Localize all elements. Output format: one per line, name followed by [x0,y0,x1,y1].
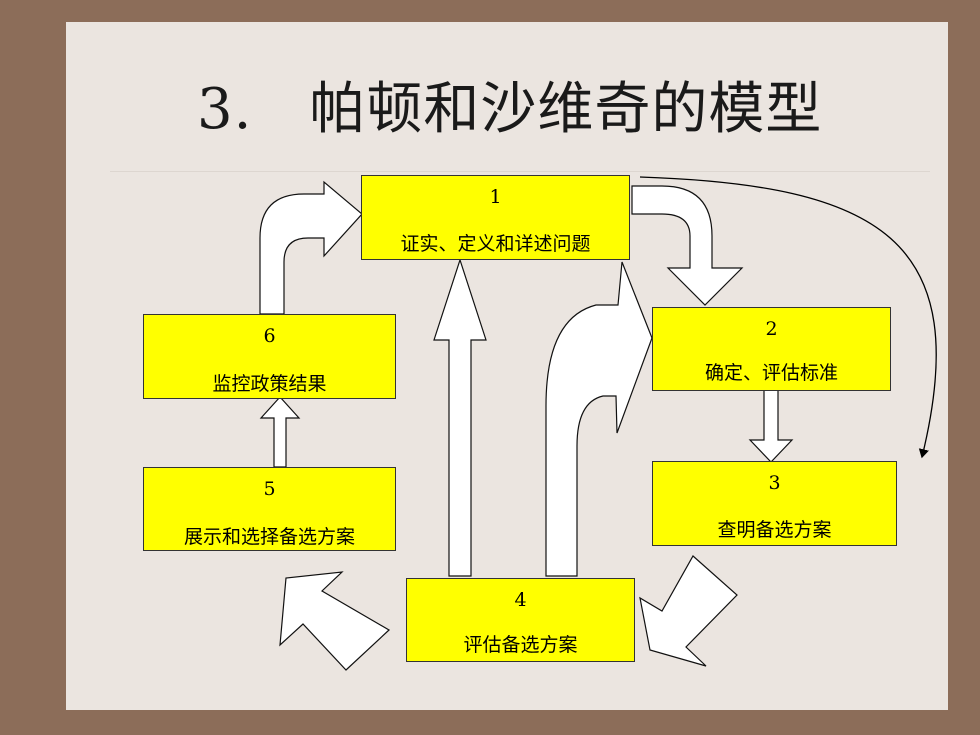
slide-title: 3. 帕顿和沙维奇的模型 [197,77,823,142]
step-2-number: 2 [765,318,778,340]
step-4-box: 4 评估备选方案 [406,578,635,662]
step-6-box: 6 监控政策结果 [143,314,396,399]
step-1-label: 证实、定义和详述问题 [400,233,591,255]
step-5-box: 5 展示和选择备选方案 [143,467,396,551]
step-3-box: 3 查明备选方案 [652,461,897,546]
arrow-4-to-2 [545,261,653,577]
step-6-label: 监控政策结果 [212,373,327,395]
thin-arrow-1-to-3 [639,176,937,459]
step-3-number: 3 [768,472,781,494]
arrow-3-to-4 [639,555,738,667]
step-5-number: 5 [263,478,276,500]
step-4-number: 4 [514,589,527,611]
arrow-6-to-1 [259,180,363,315]
arrow-1-to-2 [631,185,744,306]
arrow-2-to-3 [748,389,794,463]
arrow-5-to-6 [259,396,301,468]
step-2-box: 2 确定、评估标准 [652,307,891,391]
step-3-label: 查明备选方案 [717,519,832,541]
step-1-box: 1 证实、定义和详述问题 [361,175,630,260]
title-divider [110,171,930,172]
step-2-label: 确定、评估标准 [704,362,838,384]
arrow-4-to-5 [279,571,391,671]
step-1-number: 1 [489,186,502,208]
step-5-label: 展示和选择备选方案 [183,526,355,548]
step-6-number: 6 [263,325,276,347]
arrow-4-to-1 [433,258,487,577]
step-4-label: 评估备选方案 [463,634,578,656]
